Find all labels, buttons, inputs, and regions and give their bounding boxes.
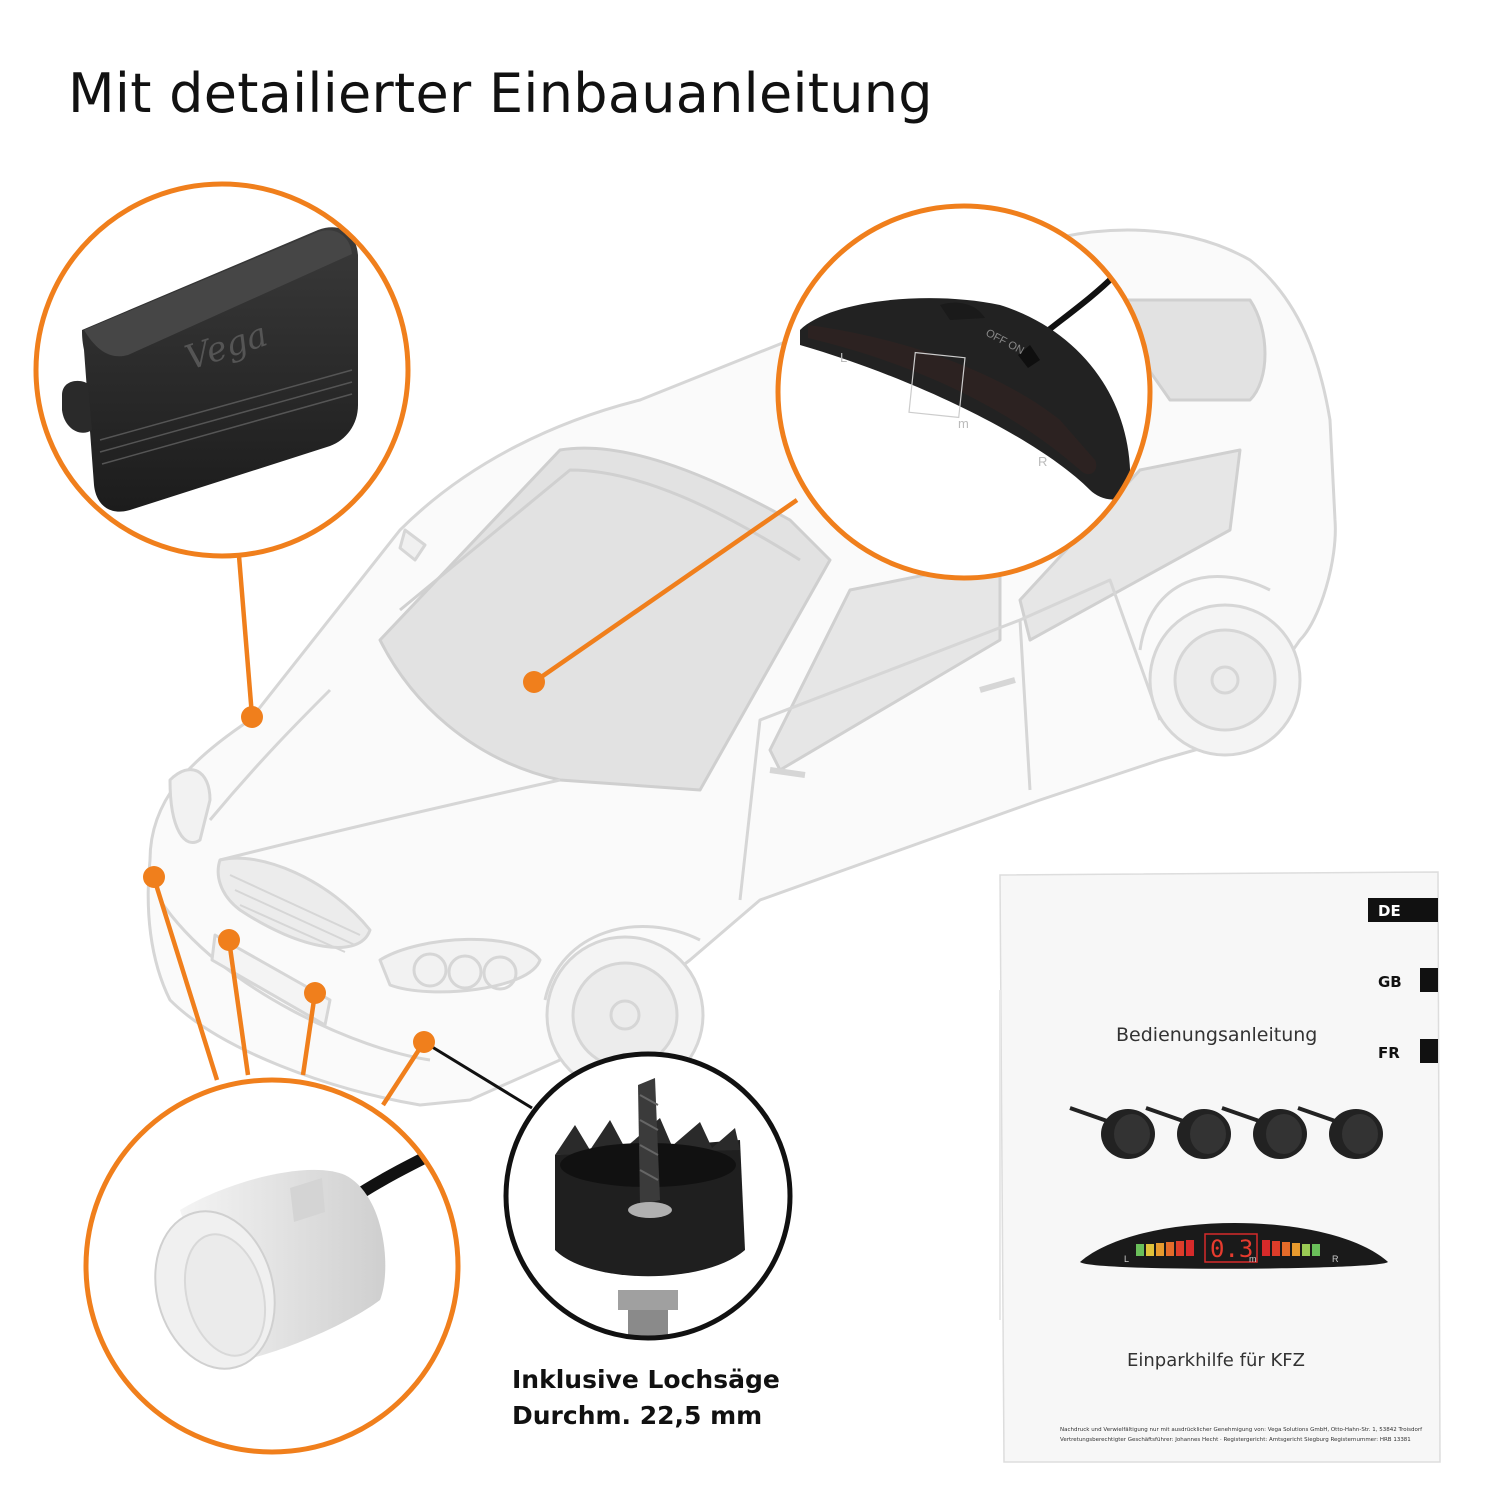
manual-footer-line1: Nachdruck und Verwielfältigung nur mit a… (1060, 1427, 1423, 1433)
manual-tab-fr-label: FR (1378, 1044, 1400, 1062)
manual-tab-fr (1420, 1039, 1438, 1063)
hole-saw-caption: Inklusive Lochsäge Durchm. 22,5 mm (512, 1362, 780, 1434)
display-callout: L m R OFF ON (775, 203, 1153, 581)
sensor-callout (83, 1077, 461, 1455)
display-right-label: R (1038, 454, 1047, 469)
manual-display: 0.3 m L R (1080, 1223, 1388, 1269)
manual-tab-de (1368, 898, 1438, 922)
manual-display-right: R (1332, 1254, 1339, 1264)
manual-tab-gb (1420, 968, 1438, 992)
manual-tab-gb-label: GB (1378, 973, 1402, 991)
anchor-dots (143, 671, 545, 1053)
display-unit: L m R OFF ON (800, 272, 1131, 500)
hole-saw-caption-line1: Inklusive Lochsäge (512, 1365, 780, 1394)
leader-lines (151, 498, 799, 1107)
manual-display-bars-right (1262, 1240, 1320, 1256)
hole-saw-caption-line2: Durchm. 22,5 mm (512, 1401, 763, 1430)
page-headline: Mit detailierter Einbauanleitung (68, 62, 933, 125)
parking-sensor (154, 1144, 443, 1370)
manual-display-readout: 0.3 (1210, 1235, 1253, 1263)
hole-saw-leader (423, 1040, 533, 1110)
instruction-manual: DE GB FR Bedienungsanleitung (999, 871, 1441, 1463)
hole-saw-callout (503, 1051, 793, 1341)
manual-display-left: L (1124, 1254, 1129, 1264)
manual-sensor-row (1069, 1106, 1383, 1159)
manual-display-bars-left (1136, 1240, 1194, 1256)
manual-footer-line2: Vertretungsberechtigter Geschäftsführer:… (1060, 1437, 1411, 1443)
hole-saw-tool (555, 1078, 745, 1338)
control-unit-callout: Vega (33, 181, 411, 559)
display-left-label: L (840, 350, 847, 365)
control-unit-box: Vega (62, 227, 358, 512)
manual-display-unit: m (1249, 1254, 1257, 1264)
display-unit-label: m (958, 416, 969, 431)
manual-subtitle: Einparkhilfe für KFZ (1127, 1350, 1305, 1371)
manual-title: Bedienungsanleitung (1116, 1024, 1317, 1046)
manual-tab-de-label: DE (1378, 902, 1401, 920)
